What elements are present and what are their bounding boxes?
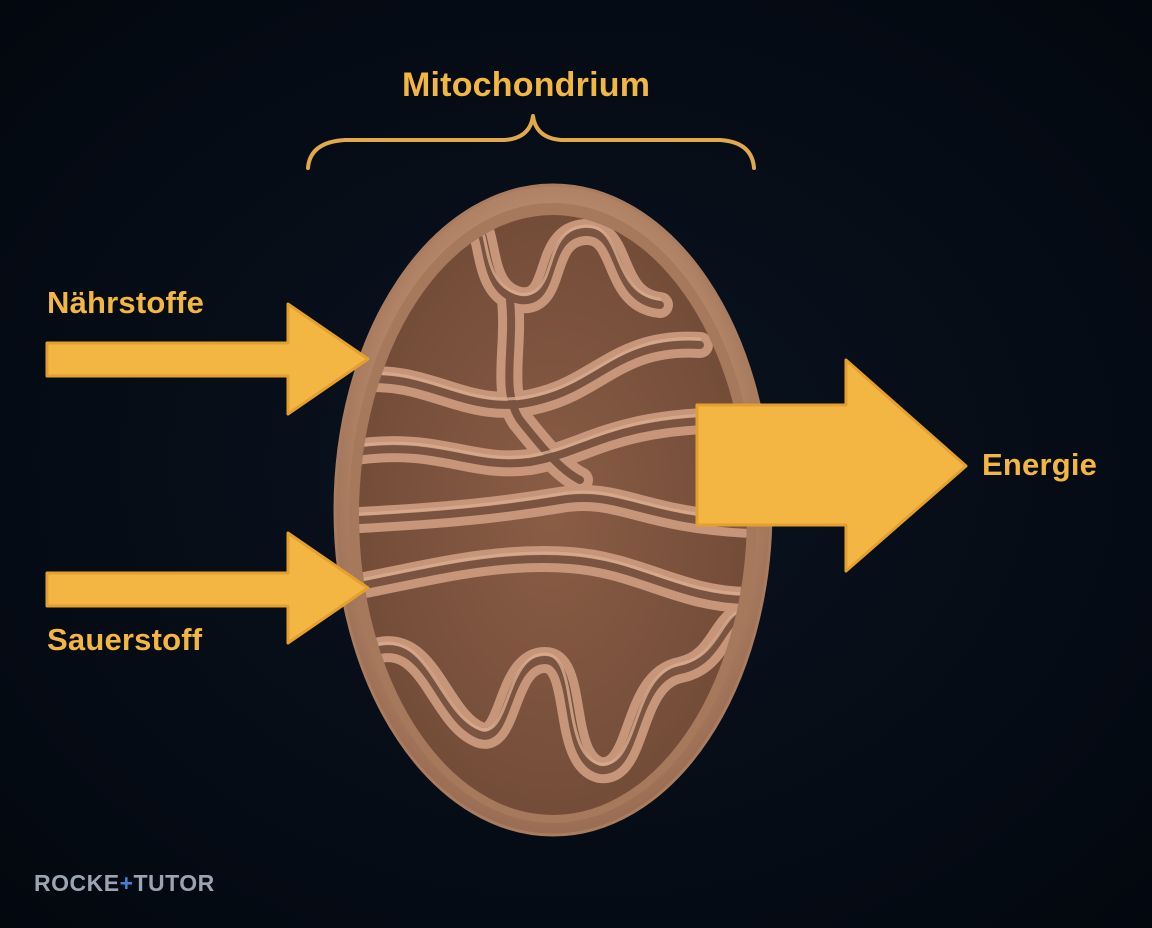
diagram-title: Mitochondrium	[402, 66, 651, 104]
brand-logo: ROCKE+TUTOR	[34, 870, 215, 897]
energie-arrow	[695, 358, 968, 573]
mitochondrion	[333, 183, 773, 837]
brand-text-part1: ROCKE	[34, 870, 120, 896]
brand-text-part2: TUTOR	[133, 870, 215, 896]
output-label-energie: Energie	[982, 447, 1098, 482]
brand-plus: +	[119, 870, 134, 896]
naehrstoffe-arrow	[45, 302, 370, 416]
input-label-sauerstoff: Sauerstoff	[47, 622, 203, 657]
matrix	[359, 215, 747, 815]
title-bracket	[306, 114, 756, 170]
sauerstoff-arrow	[45, 531, 370, 645]
input-label-naehrstoffe: Nährstoffe	[47, 285, 205, 320]
